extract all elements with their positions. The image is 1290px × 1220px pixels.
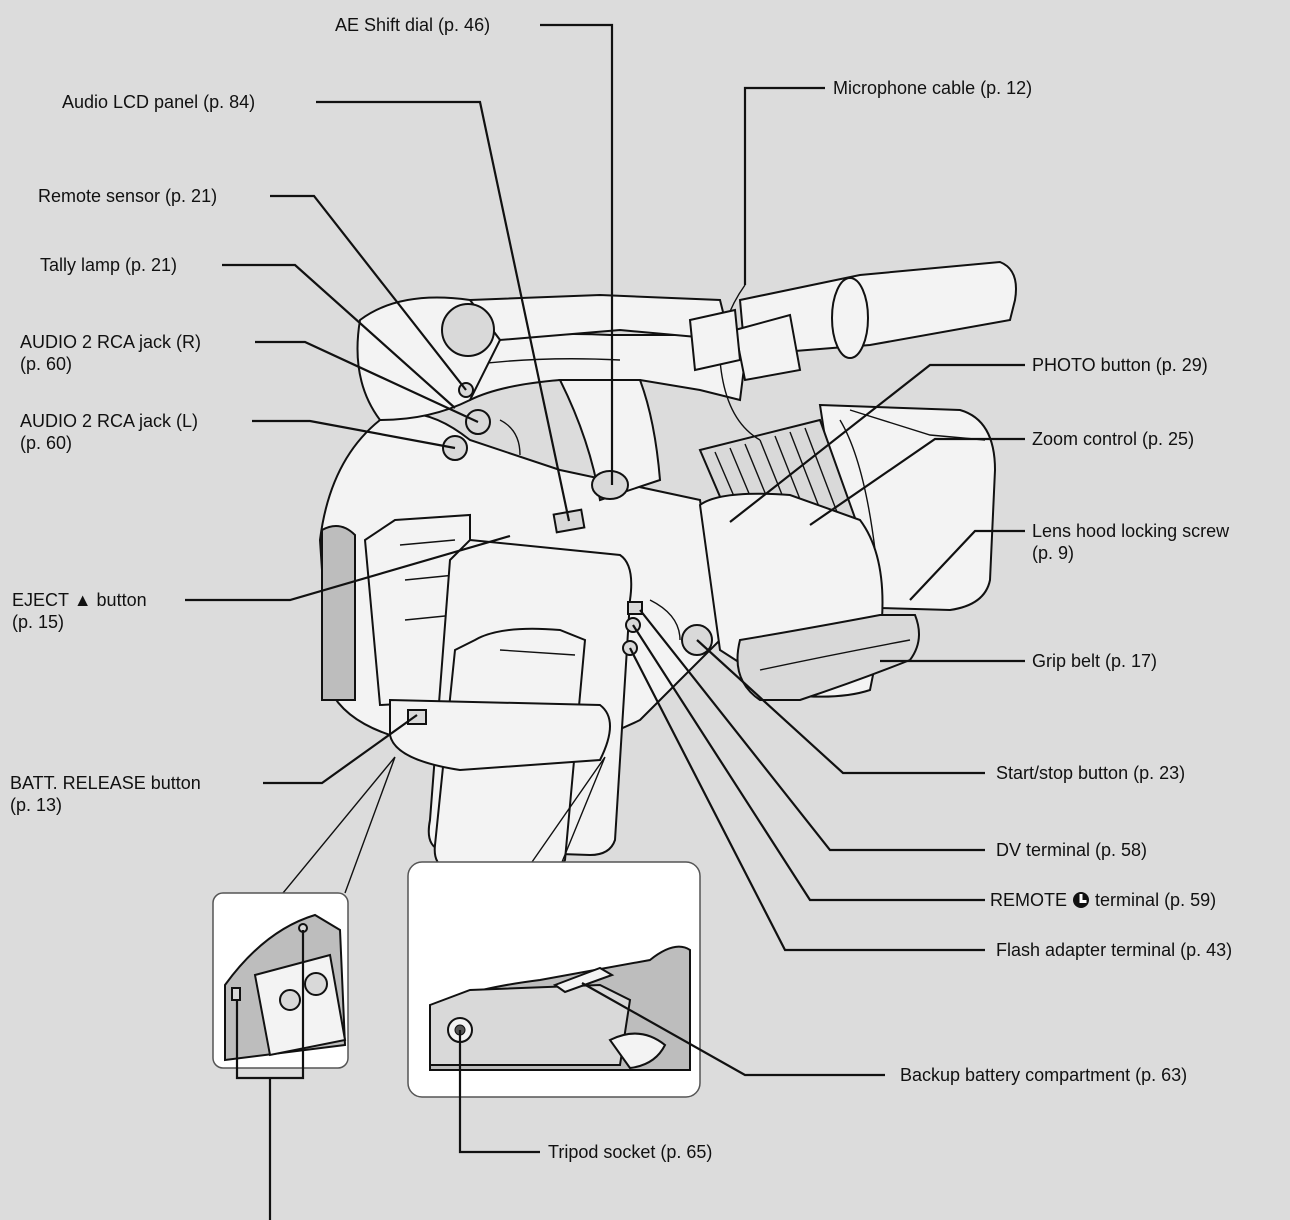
label-tripod-socket: Tripod socket (p. 65): [548, 1142, 713, 1162]
label-audio2-rca-l-line1: AUDIO 2 RCA jack (L): [20, 411, 199, 431]
leader-tripod-socket: [458, 1030, 540, 1154]
leader-lines: [185, 23, 1025, 1220]
label-tally-lamp: Tally lamp (p. 21): [40, 255, 178, 275]
label-remote-prefix: REMOTE: [990, 890, 1068, 910]
leader-microphone-cable: [743, 86, 825, 285]
label-audio2-rca-l-line2: (p. 60): [20, 433, 73, 453]
label-remote-sensor: Remote sensor (p. 21): [38, 186, 218, 206]
leader-ae-shift-dial: [540, 23, 614, 485]
label-start-stop: Start/stop button (p. 23): [996, 763, 1186, 783]
label-lens-hood-screw: Lens hood locking screw (p. 9): [1032, 520, 1229, 564]
label-backup-battery: Backup battery compartment (p. 63): [900, 1065, 1188, 1085]
label-batt-release-line1: BATT. RELEASE button: [10, 773, 201, 793]
leader-tally-lamp: [222, 263, 456, 409]
label-eject-prefix: EJECT: [12, 590, 69, 610]
label-audio2-rca-r-line2: (p. 60): [20, 354, 73, 374]
label-eject-line2: (p. 15): [12, 612, 65, 632]
inset-bottom-panel: [212, 756, 396, 1069]
label-flash-adapter: Flash adapter terminal (p. 43): [996, 940, 1233, 960]
lanc-icon: [1072, 889, 1090, 911]
label-photo-button: PHOTO button (p. 29): [1032, 355, 1208, 375]
leader-photo-button: [729, 363, 1025, 523]
leader-zoom-control: [809, 437, 1025, 526]
label-audio2-rca-r: AUDIO 2 RCA jack (R) (p. 60): [20, 331, 201, 375]
label-eject-button: EJECT ▲ button (p. 15): [12, 589, 147, 633]
leader-audio2-r: [255, 340, 479, 423]
label-audio2-rca-l: AUDIO 2 RCA jack (L) (p. 60): [20, 410, 198, 454]
leader-audio-lcd-panel: [316, 100, 571, 522]
leader-remote-sensor: [270, 194, 467, 391]
label-remote-suffix: terminal (p. 59): [1095, 890, 1217, 910]
leader-start-stop: [696, 639, 985, 775]
label-zoom-control: Zoom control (p. 25): [1032, 429, 1195, 449]
camcorder-illustration: [318, 260, 1017, 872]
leader-flash-adapter: [629, 647, 985, 952]
leader-remote-terminal: [632, 624, 985, 902]
label-audio-lcd-panel: Audio LCD panel (p. 84): [62, 92, 256, 112]
label-lens-hood-line2: (p. 9): [1032, 543, 1075, 563]
label-batt-release-line2: (p. 13): [10, 795, 63, 815]
label-lens-hood-line1: Lens hood locking screw: [1032, 521, 1230, 541]
label-microphone-cable: Microphone cable (p. 12): [833, 78, 1033, 98]
leader-audio2-l: [252, 419, 456, 450]
label-eject-suffix: button: [96, 590, 147, 610]
leader-dv-terminal: [639, 609, 985, 852]
label-batt-release: BATT. RELEASE button (p. 13): [10, 772, 201, 816]
inset-underside: [407, 756, 701, 1098]
leader-backup-battery: [581, 982, 885, 1077]
label-dv-terminal: DV terminal (p. 58): [996, 840, 1148, 860]
leader-eject: [185, 534, 511, 602]
eject-icon: ▲: [73, 590, 92, 610]
label-remote-terminal: REMOTE terminal (p. 59): [990, 889, 1216, 911]
label-ae-shift-dial: AE Shift dial (p. 46): [335, 15, 491, 35]
leader-batt-release: [263, 714, 418, 785]
leader-lens-hood: [909, 529, 1025, 601]
label-grip-belt: Grip belt (p. 17): [1032, 651, 1158, 671]
label-audio2-rca-r-line1: AUDIO 2 RCA jack (R): [20, 332, 202, 352]
label-eject-line1: EJECT ▲ button: [12, 589, 147, 611]
